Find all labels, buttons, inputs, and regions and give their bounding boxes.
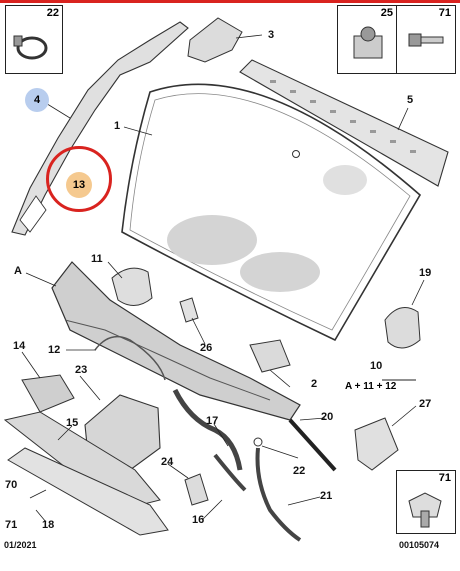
callout-4: 4 — [33, 94, 41, 106]
inset-tag-25: 25 — [380, 7, 393, 19]
callout-17: 17 — [206, 415, 219, 427]
callout-11: 11 — [91, 253, 103, 265]
inset-screw-71: 71 — [396, 5, 456, 74]
inset-clip-25: 25 — [337, 5, 398, 74]
callout-4-bubble: 4 — [25, 88, 49, 112]
callout-10: 10 — [370, 360, 383, 372]
cowl-panel — [51, 261, 301, 421]
connector-24 — [184, 473, 209, 506]
callout-19: 19 — [419, 267, 432, 279]
retainer-clip-icon — [408, 492, 442, 528]
callout-20: 20 — [321, 411, 334, 423]
seal-18 — [7, 447, 169, 536]
callout-5: 5 — [407, 94, 414, 106]
windshield-mirror-mount — [292, 150, 300, 158]
windshield-glass — [121, 83, 422, 342]
formula: A + 11 + 12 — [345, 381, 397, 392]
footer-date: 01/2021 — [4, 540, 37, 550]
callout-23: 23 — [75, 364, 88, 376]
callout-18: 18 — [42, 519, 55, 531]
callout-27: 27 — [419, 398, 432, 410]
inset-tag-71-bottom: 71 — [438, 472, 451, 484]
washer-hose-12 — [94, 335, 166, 381]
pipe-21 — [255, 447, 302, 542]
footer-reference: 00105074 — [399, 540, 440, 550]
part-19 — [384, 307, 421, 349]
callout-16: 16 — [192, 514, 205, 526]
callout-A: A — [14, 265, 22, 277]
top-accent-bar — [0, 0, 460, 3]
upper-bracket — [187, 17, 243, 63]
pipe-17 — [172, 388, 243, 471]
callout-12: 12 — [48, 344, 61, 356]
rod-20 — [288, 418, 337, 472]
pipe-16 — [213, 453, 247, 492]
callout-22: 22 — [293, 465, 306, 477]
inset-tag-71-top: 71 — [438, 7, 451, 19]
inset-tag-22: 22 — [46, 7, 59, 19]
callout-26: 26 — [200, 342, 213, 354]
screw-icon — [408, 33, 444, 47]
band-clamp-icon — [13, 35, 48, 60]
highlight-ring — [46, 146, 112, 212]
part-2 — [249, 339, 291, 373]
inset-clip-22: 22 — [5, 5, 63, 74]
callout-15: 15 — [66, 417, 79, 429]
push-clip-icon — [353, 26, 383, 59]
callout-21: 21 — [320, 490, 333, 502]
callout-24: 24 — [161, 456, 174, 468]
callout-3: 3 — [268, 29, 275, 41]
part-26 — [179, 297, 199, 323]
callout-14: 14 — [13, 340, 26, 352]
inset-clip-71: 71 — [396, 470, 456, 534]
part-14 — [21, 374, 75, 413]
clip-22 — [253, 437, 263, 447]
callout-1: 1 — [114, 120, 121, 132]
part-27 — [354, 417, 399, 471]
callout-71: 71 — [5, 519, 18, 531]
callout-70: 70 — [5, 479, 18, 491]
callout-2: 2 — [311, 378, 318, 390]
